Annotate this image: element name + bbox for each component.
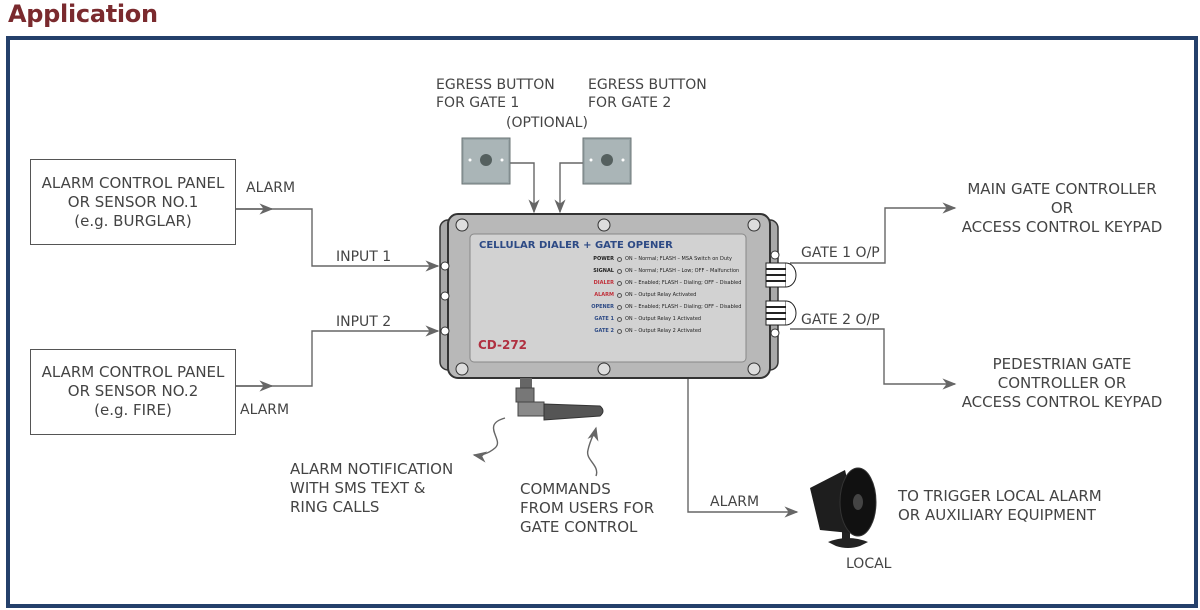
box2-line3: (e.g. FIRE) bbox=[94, 401, 172, 419]
box1-line2: OR SENSOR NO.1 bbox=[67, 193, 199, 211]
siren-local-label: LOCAL bbox=[846, 556, 892, 572]
led-row: SIGNAL ON – Normal; FLASH – Low; OFF – Ma… bbox=[588, 268, 739, 274]
device-title: CELLULAR DIALER + GATE OPENER bbox=[479, 240, 673, 251]
led-desc: ON – Normal; FLASH – MSA Switch on Duty bbox=[625, 256, 732, 262]
gate1-op-label: GATE 1 O/P bbox=[801, 245, 880, 261]
led-row: GATE 2 ON – Output Relay 2 Activated bbox=[588, 328, 701, 334]
led-name: POWER bbox=[593, 256, 614, 262]
led-desc: ON – Output Relay 1 Activated bbox=[625, 316, 702, 322]
siren-line bbox=[687, 378, 799, 518]
led-name: GATE 2 bbox=[594, 328, 614, 334]
box1-line1: ALARM CONTROL PANEL bbox=[41, 174, 225, 192]
alarm1-label: ALARM bbox=[246, 180, 296, 196]
alarm1-line bbox=[236, 208, 440, 272]
egress-button-2-icon bbox=[582, 137, 632, 185]
led-desc: ON – Output Relay Activated bbox=[625, 292, 697, 298]
led-indicator-icon bbox=[617, 268, 622, 274]
egress1-line bbox=[510, 162, 540, 214]
box2-line1: ALARM CONTROL PANEL bbox=[41, 363, 225, 381]
gate1-line bbox=[790, 202, 957, 264]
alarm-panel-1-box: ALARM CONTROL PANEL OR SENSOR NO.1 (e.g.… bbox=[30, 159, 236, 245]
led-indicator-icon bbox=[617, 256, 622, 262]
gate2-connector bbox=[765, 300, 797, 326]
input2-label: INPUT 2 bbox=[336, 314, 392, 330]
led-indicator-icon bbox=[617, 304, 622, 310]
siren-icon bbox=[810, 467, 877, 548]
input1-label: INPUT 1 bbox=[336, 249, 392, 265]
gate2-op-label: GATE 2 O/P bbox=[801, 312, 880, 328]
led-row: DIALER ON – Enabled; FLASH – Dialing; OFF… bbox=[588, 280, 742, 286]
alarm2-line bbox=[236, 325, 440, 387]
page-title: Application bbox=[8, 0, 158, 28]
led-desc: ON – Normal; FLASH – Low; OFF – Malfunct… bbox=[625, 268, 740, 274]
led-row: ALARM ON – Output Relay Activated bbox=[588, 292, 696, 298]
led-name: GATE 1 bbox=[594, 316, 614, 322]
led-indicator-icon bbox=[617, 328, 622, 334]
device-enclosure bbox=[439, 213, 797, 379]
optional-label: (OPTIONAL) bbox=[506, 115, 588, 131]
alarm-panel-2-box: ALARM CONTROL PANEL OR SENSOR NO.2 (e.g.… bbox=[30, 349, 236, 435]
led-indicator-icon bbox=[617, 280, 622, 286]
led-desc: ON – Enabled; FLASH – Dialing; OFF – Dis… bbox=[625, 304, 742, 310]
siren-alarm-label: ALARM bbox=[710, 494, 760, 510]
led-desc: ON – Enabled; FLASH – Dialing; OFF – Dis… bbox=[625, 280, 742, 286]
box2-line2: OR SENSOR NO.2 bbox=[67, 382, 199, 400]
antenna-icon bbox=[515, 378, 604, 421]
led-name: ALARM bbox=[594, 292, 614, 298]
led-name: SIGNAL bbox=[593, 268, 614, 274]
egress-button-1-icon bbox=[461, 137, 511, 185]
led-indicator-icon bbox=[617, 292, 622, 298]
diagram-frame bbox=[6, 36, 1198, 608]
gate1-connector bbox=[765, 262, 797, 288]
led-row: OPENER ON – Enabled; FLASH – Dialing; OFF… bbox=[588, 304, 741, 310]
led-desc: ON – Output Relay 2 Activated bbox=[625, 328, 702, 334]
in-squiggle bbox=[586, 426, 599, 477]
egress2-line bbox=[554, 162, 583, 214]
led-row: POWER ON – Normal; FLASH – MSA Switch on … bbox=[588, 256, 732, 262]
led-row: GATE 1 ON – Output Relay 1 Activated bbox=[588, 316, 701, 322]
led-name: OPENER bbox=[591, 304, 614, 310]
box1-line3: (e.g. BURGLAR) bbox=[74, 212, 192, 230]
alarm2-label: ALARM bbox=[240, 402, 290, 418]
led-name: DIALER bbox=[593, 280, 614, 286]
device-model: CD-272 bbox=[478, 338, 528, 352]
out-squiggle bbox=[472, 417, 506, 463]
gate2-line bbox=[790, 328, 957, 390]
led-indicator-icon bbox=[617, 316, 622, 322]
